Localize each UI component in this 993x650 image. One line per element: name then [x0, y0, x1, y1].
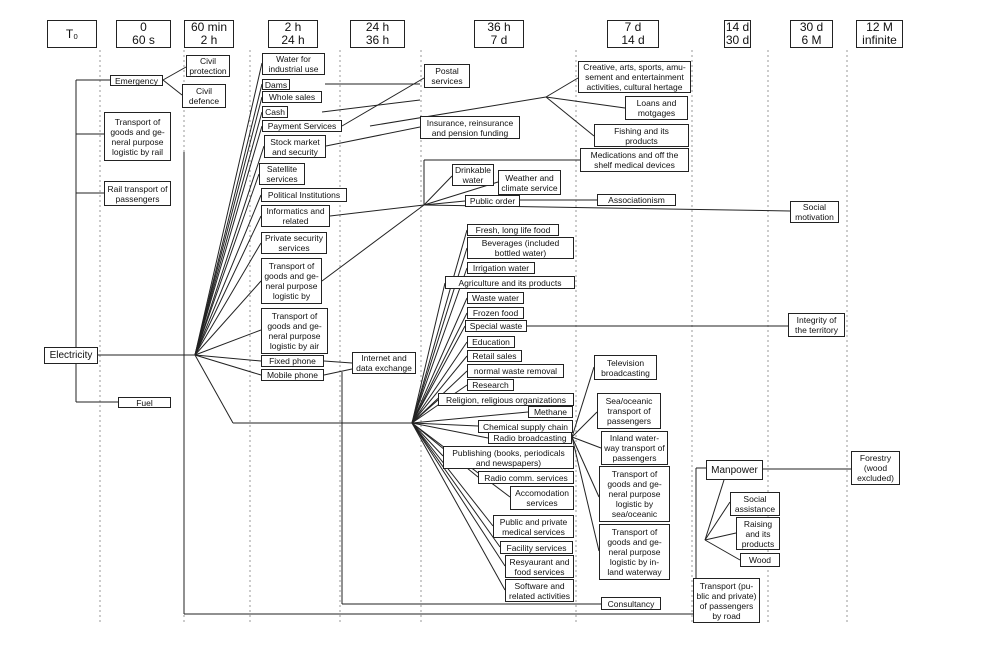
node-transport-rail: Transport of goods and ge-neral purpose … [104, 112, 171, 161]
node-transport-inland: Transport of goods and ge-neral purpose … [599, 524, 670, 580]
node-sea-passengers: Sea/oceanic transport of passengers [597, 393, 661, 429]
node-normal-waste: normal waste removal [467, 364, 564, 378]
time-column-label-top: 7 d [624, 20, 642, 34]
node-manpower: Manpower [706, 460, 763, 480]
node-social-assistance: Social assistance [730, 492, 780, 516]
node-accomodation: Accomodation services [510, 486, 574, 510]
time-column-label-top: T₀ [65, 26, 79, 41]
time-column-label-top: 60 min [190, 20, 228, 34]
time-column-header-1: T₀ [47, 20, 97, 48]
node-loans: Loans and motgages [625, 96, 688, 120]
node-research: Research [467, 379, 514, 391]
node-cash: Cash [262, 106, 288, 118]
node-political: Political Institutions [261, 188, 347, 202]
time-column-label-top: 30 d [799, 20, 824, 34]
node-inland-passengers: Inland water-way transport of passengers [601, 431, 668, 465]
time-column-label-bottom: 30 d [725, 33, 750, 47]
node-facility: Facility services [500, 541, 573, 554]
node-drinkable: Drinkable water [452, 164, 494, 186]
node-payment-services: Payment Services [262, 120, 342, 132]
node-frozen-food: Frozen food [467, 307, 524, 319]
node-associationism: Associationism [597, 194, 676, 206]
node-satellite: Satellite services [259, 163, 305, 185]
node-waste-water: Waste water [467, 292, 524, 304]
node-fuel: Fuel [118, 397, 171, 408]
node-special-waste: Special waste [465, 320, 527, 332]
node-transport-by: Transport of goods and ge-neral purpose … [261, 258, 322, 304]
node-informatics: Informatics and related [261, 205, 330, 227]
node-water-industrial: Water for industrial use [262, 53, 325, 75]
node-weather: Weather and climate service [498, 170, 561, 195]
node-insurance: Insurance, reinsurance and pension fundi… [420, 116, 520, 139]
node-postal: Postal services [424, 64, 470, 88]
node-methane: Methane [528, 406, 573, 418]
node-transport-sea: Transport of goods and ge-neral purpose … [599, 466, 670, 522]
node-beverages: Beverages (included bottled water) [467, 237, 574, 259]
time-column-label-top: 24 h [365, 20, 390, 34]
time-column-label-bottom: 7 d [490, 33, 508, 47]
node-dams: Dams [262, 79, 290, 90]
node-publishing: Publishing (books, periodicals and newsp… [443, 446, 574, 469]
time-column-label-top: 0 [140, 20, 147, 34]
node-civil-protection: Civil protection [186, 55, 230, 77]
node-internet: Internet and data exchange [352, 352, 416, 374]
node-electricity: Electricity [44, 347, 98, 364]
node-public-medical: Public and private medical services [493, 515, 574, 538]
time-column-label-top: 14 d [725, 20, 750, 34]
node-education: Education [467, 336, 515, 348]
node-social-motivation: Social motivation [790, 201, 839, 223]
time-column-label-bottom: 2 h [200, 33, 218, 47]
node-stock-market: Stock market and security [264, 135, 326, 158]
node-private-security: Private security services [261, 232, 327, 254]
node-medications: Medications and off the shelf medical de… [580, 148, 689, 172]
node-transport-road: Transport (pu-blic and private) of passe… [693, 578, 760, 623]
node-emergency: Emergency [110, 75, 163, 86]
time-column-label-top: 12 M [866, 20, 893, 34]
node-religion: Religion, religious organizations [438, 393, 574, 406]
time-column-label-bottom: infinite [862, 33, 897, 47]
time-column-label-bottom: 60 s [132, 33, 155, 47]
node-creative: Creative, arts, sports, amu-sement and e… [578, 61, 691, 93]
time-column-label-top: 36 h [487, 20, 511, 34]
node-integrity: Integrity of the territory [788, 313, 845, 337]
time-column-label-bottom: 36 h [365, 33, 390, 47]
node-software: Software and related activities [505, 579, 574, 602]
node-agriculture: Agriculture and its products [445, 276, 575, 289]
node-wood: Wood [740, 553, 780, 567]
node-raising: Raising and its products [736, 517, 780, 550]
node-rail-passengers: Rail transport of passengers [104, 181, 171, 206]
node-fixed-phone: Fixed phone [261, 355, 324, 367]
time-column-label-bottom: 14 d [621, 33, 645, 47]
node-radio-broadcasting: Radio broadcasting [488, 432, 572, 444]
node-civil-defence: Civil defence [182, 84, 226, 108]
node-retail: Retail sales [467, 350, 522, 362]
node-whole-sales: Whole sales [262, 91, 322, 103]
node-fresh-food: Fresh, long life food [467, 224, 559, 236]
node-radio-comm: Radio comm. services [478, 471, 574, 484]
node-forestry: Forestry (wood excluded) [851, 451, 900, 485]
node-restaurant: Resyaurant and food services [505, 555, 574, 578]
time-column-label-bottom: 24 h [281, 33, 305, 47]
node-fishing: Fishing and its products [594, 124, 689, 147]
node-mobile-phone: Mobile phone [261, 369, 324, 381]
time-column-label-bottom: 6 M [801, 33, 822, 47]
node-public-order: Public order [465, 195, 520, 207]
node-television: Television broadcasting [594, 355, 657, 380]
node-consultancy: Consultancy [601, 597, 661, 610]
node-transport-air: Transport of goods and ge-neral purpose … [261, 308, 328, 354]
time-column-label-top: 2 h [284, 20, 302, 34]
node-irrigation: Irrigation water [467, 262, 535, 274]
